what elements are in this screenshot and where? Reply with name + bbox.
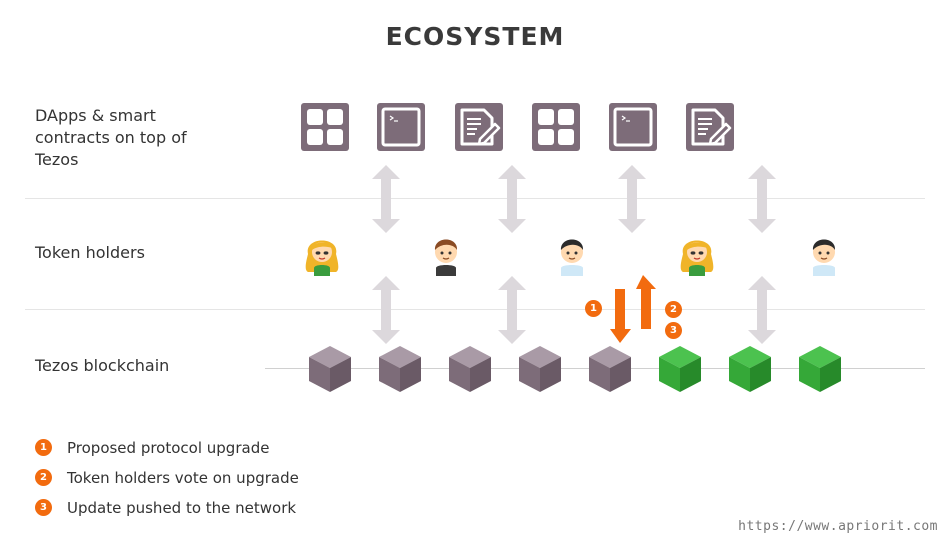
terminal-icon — [377, 103, 425, 151]
step-badge: 3 — [665, 322, 682, 339]
page-title: ECOSYSTEM — [385, 22, 565, 51]
legend-text: Token holders vote on upgrade — [67, 469, 299, 487]
double-arrow-icon — [372, 276, 400, 344]
step-badge: 2 — [35, 469, 52, 486]
black-hair-man-icon — [812, 239, 836, 276]
block-cube-icon — [379, 346, 421, 392]
black-hair-man-icon — [560, 239, 584, 276]
document-edit-icon — [686, 103, 734, 151]
terminal-icon — [609, 103, 657, 151]
blonde-woman-icon — [680, 240, 714, 276]
row-label-token-holders: Token holders — [35, 243, 145, 262]
upgraded-block-cube-icon — [799, 346, 841, 392]
upgraded-block-cube-icon — [729, 346, 771, 392]
double-arrow-icon — [498, 165, 526, 233]
block-cube-icon — [519, 346, 561, 392]
legend-text: Update pushed to the network — [67, 499, 297, 517]
block-cube-icon — [309, 346, 351, 392]
double-arrow-icon — [498, 276, 526, 344]
row-label-dapps: DApps & smart contracts on top of Tezos — [35, 106, 187, 169]
double-arrow-icon — [372, 165, 400, 233]
double-arrow-icon — [748, 165, 776, 233]
step-badge: 3 — [35, 499, 52, 516]
blonde-woman-icon — [305, 240, 339, 276]
row-label-blockchain: Tezos blockchain — [35, 356, 170, 375]
block-cube-icon — [449, 346, 491, 392]
double-arrow-icon — [748, 276, 776, 344]
step-badge: 1 — [35, 439, 52, 456]
step-badge: 2 — [665, 301, 682, 318]
row-divider — [25, 198, 925, 199]
row-divider — [25, 309, 925, 310]
brown-hair-man-icon — [434, 239, 458, 276]
legend-text: Proposed protocol upgrade — [67, 439, 270, 457]
upgrade-arrows-icon — [610, 275, 656, 343]
block-cube-icon — [589, 346, 631, 392]
grid-app-icon — [301, 103, 349, 151]
double-arrow-icon — [618, 165, 646, 233]
step-badge: 1 — [585, 300, 602, 317]
grid-app-icon — [532, 103, 580, 151]
upgraded-block-cube-icon — [659, 346, 701, 392]
source-url: https://www.apriorit.com — [738, 519, 938, 534]
document-edit-icon — [455, 103, 503, 151]
